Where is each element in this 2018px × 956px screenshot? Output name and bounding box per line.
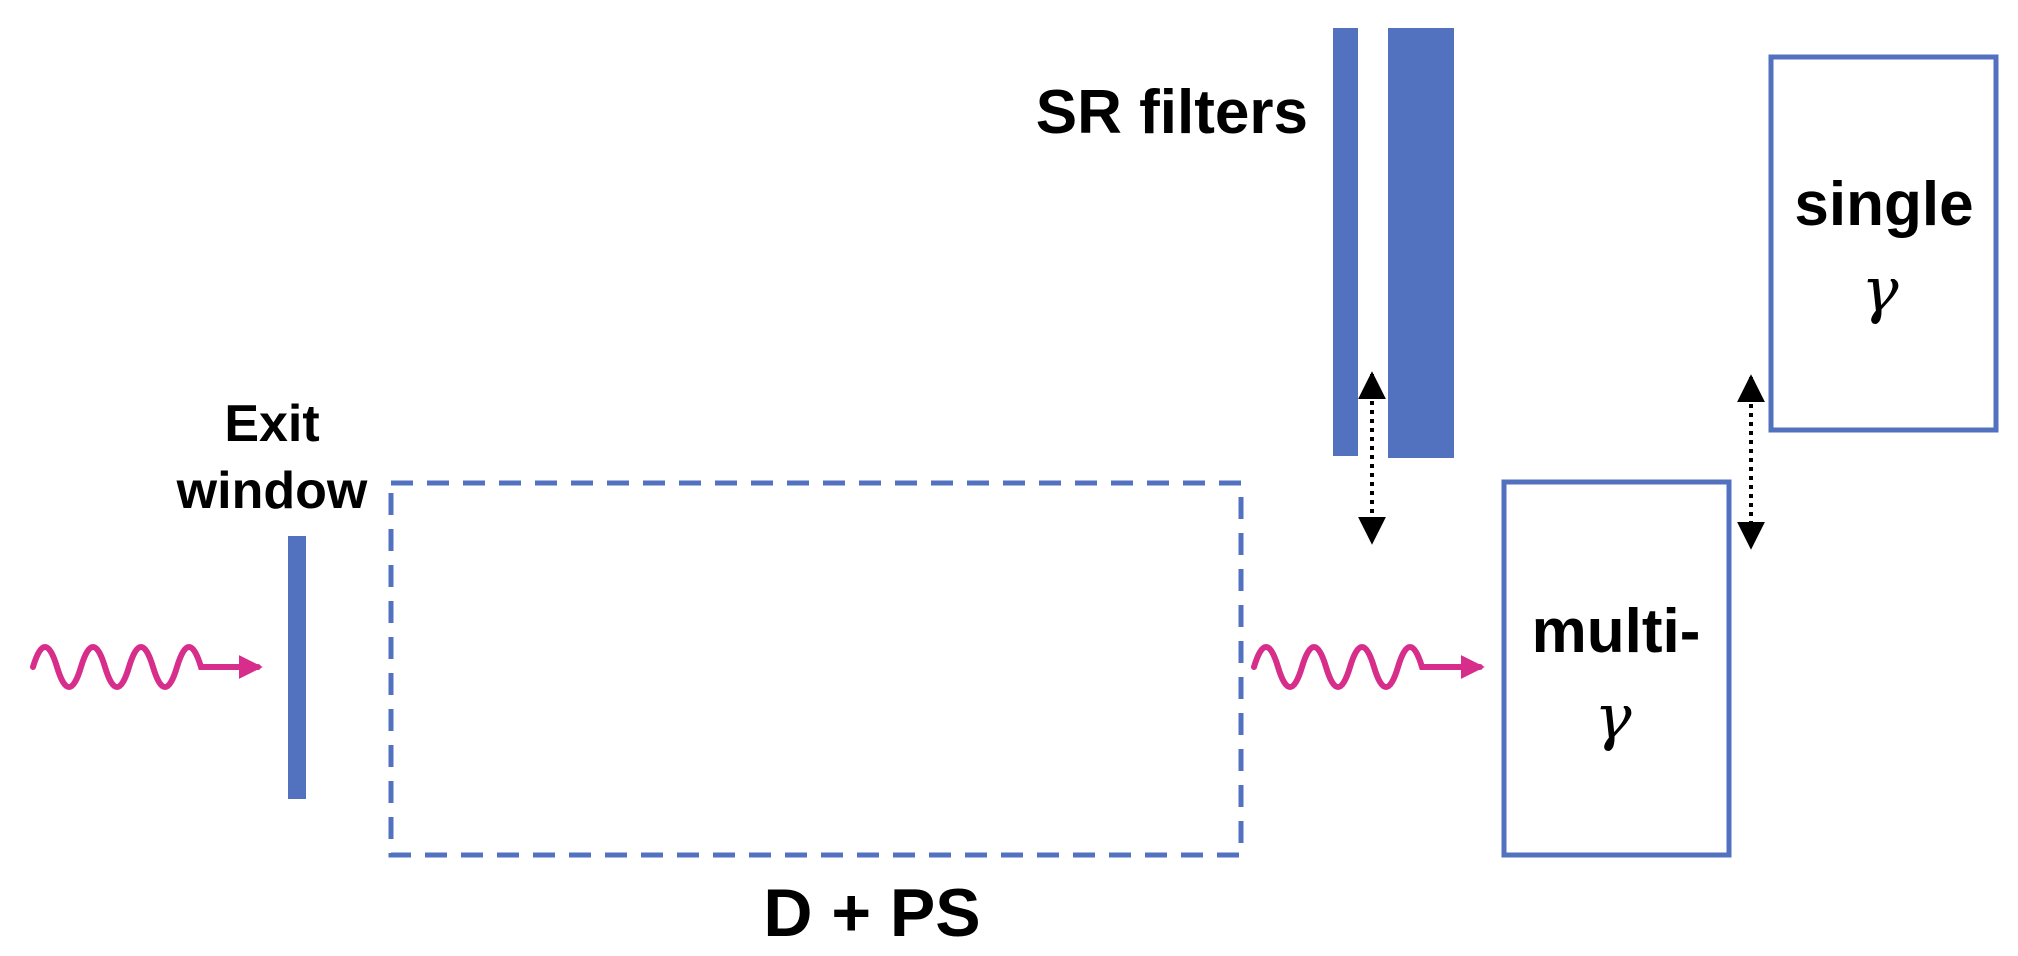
sr-filter-thin [1333, 28, 1358, 456]
single-gamma-label-line2: γ [1861, 253, 1899, 326]
exit-window-bar [288, 536, 306, 799]
exit-window-label-line1: Exit [224, 395, 319, 453]
multi-gamma-label-line1: multi- [1532, 597, 1701, 666]
output-beam-icon [1251, 644, 1485, 690]
sr-filters-label: SR filters [1036, 78, 1308, 147]
input-beam-icon [30, 644, 263, 690]
single-gamma-label-line1: single [1794, 170, 1973, 239]
d-ps-region [388, 480, 1244, 858]
sr-filter-thick [1388, 28, 1454, 458]
exit-window-label-line2: window [176, 462, 368, 520]
multi-gamma-detector [1501, 479, 1732, 858]
multi-gamma-label-line2: γ [1594, 680, 1632, 753]
single-gamma-detector [1768, 54, 1999, 433]
d-ps-label: D + PS [763, 875, 980, 951]
